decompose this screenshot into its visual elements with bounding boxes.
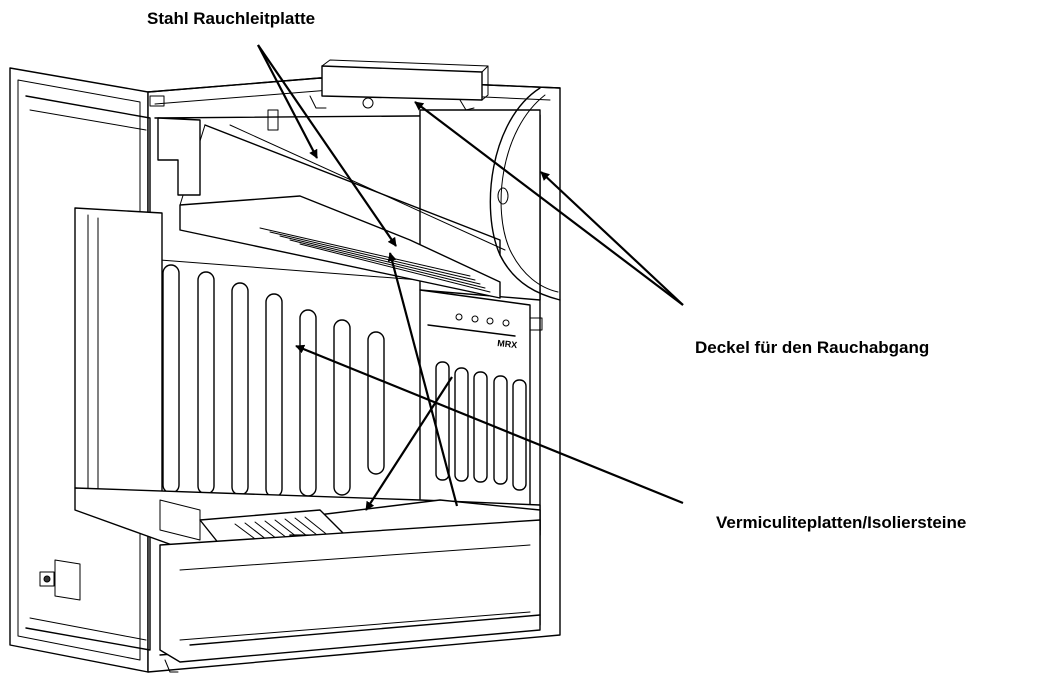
arrow-vermic-3 [365,376,453,511]
arrow-vermic-1 [295,344,684,505]
callout-arrows [257,44,684,511]
brand-stamp: MRX [497,338,518,350]
label-flue-cover: Deckel für den Rauchabgang [695,338,930,357]
label-smoke-baffle: Stahl Rauchleitplatte [147,9,316,28]
label-vermiculite: Vermiculiteplatten/Isoliersteine [716,513,967,532]
floor-and-grate [39,487,541,673]
left-vermiculite-panel [74,207,163,501]
flue-cover-shape [489,87,561,301]
arrow-flue-2 [540,171,684,306]
arrow-vermic-2 [387,252,459,507]
flue-collar [321,65,483,101]
arrow-flue-1 [414,101,684,306]
arrow-baffle-1 [257,44,318,159]
smoke-baffle-plate [157,109,506,299]
back-wall-slots [162,264,385,498]
arrow-baffle-2 [257,44,397,247]
